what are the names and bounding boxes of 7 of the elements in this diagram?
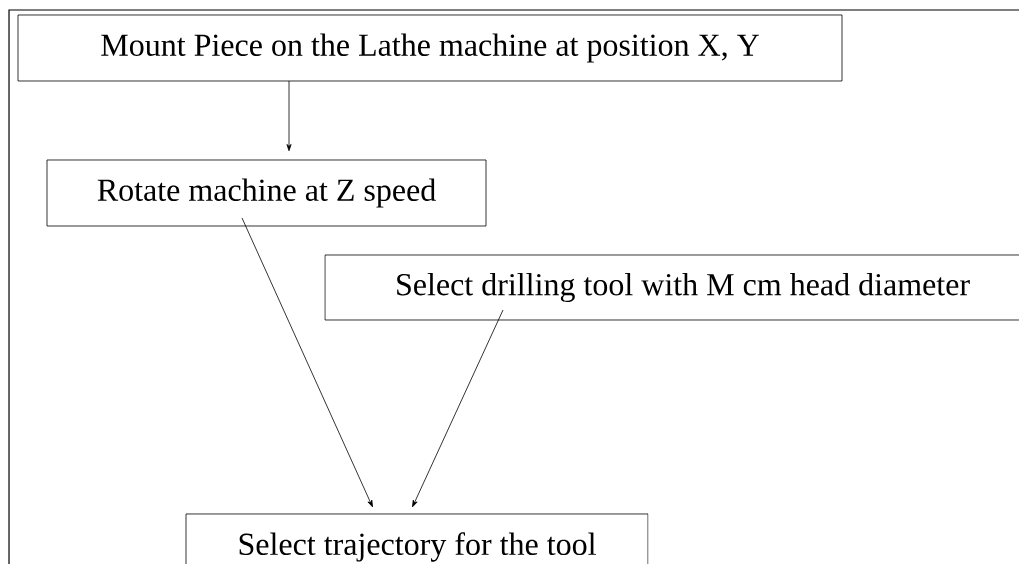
arrow bbox=[241, 217, 373, 508]
arrow bbox=[412, 309, 504, 508]
arrow bbox=[286, 80, 292, 152]
process-box: Select trajectory for the tool bbox=[185, 513, 649, 564]
process-box: Mount Piece on the Lathe machine at position X, Y bbox=[17, 14, 843, 82]
process-box: Rotate machine at Z speed bbox=[46, 159, 487, 227]
process-box: Select drilling tool with M cm head diameter bbox=[324, 254, 1019, 321]
